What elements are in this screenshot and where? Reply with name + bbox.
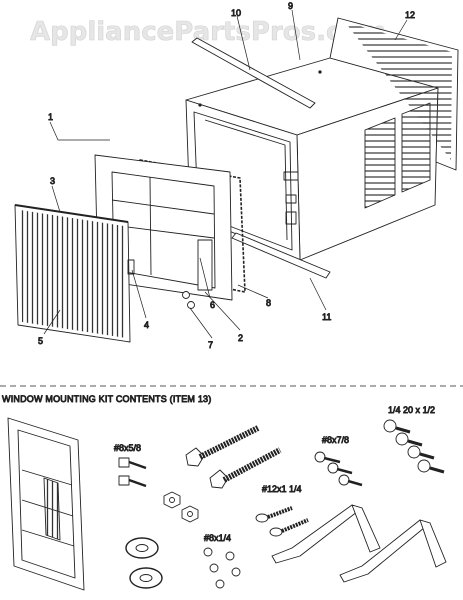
screws-8x5-8 xyxy=(118,457,147,488)
label-12x1-1-4: #12x1 1/4 xyxy=(262,484,302,494)
callout-6: 6 xyxy=(210,300,215,310)
filter-tab xyxy=(127,259,135,275)
callout-4: 4 xyxy=(144,320,149,330)
front-panel xyxy=(94,154,233,301)
side-louvers xyxy=(364,102,431,209)
screws-quarter-20 xyxy=(383,419,445,474)
top-rail xyxy=(191,37,316,109)
front-grille xyxy=(14,204,131,343)
screws-8x7-8 xyxy=(314,451,363,487)
watermark-logo: AppliancePartsPros.com xyxy=(30,17,386,47)
callout-10: 10 xyxy=(231,8,241,18)
knobs xyxy=(182,291,195,309)
hex-nuts xyxy=(163,491,199,523)
callout-11: 11 xyxy=(322,312,331,322)
large-bolts xyxy=(185,425,282,489)
label-quarter-20: 1/4 20 x 1/2 xyxy=(388,405,435,415)
screws-8x1-4 xyxy=(203,547,241,589)
bottom-rail xyxy=(231,232,331,279)
callout-7: 7 xyxy=(208,340,213,350)
side-curtain-panel xyxy=(7,417,85,591)
label-8x5-8: #8x5/8 xyxy=(114,443,141,453)
label-8x7-8: #8x7/8 xyxy=(322,435,349,445)
callout-labels: 1 2 3 4 5 6 7 8 9 10 11 12 xyxy=(38,1,416,351)
callout-9: 9 xyxy=(288,1,293,11)
callout-2: 2 xyxy=(238,333,243,343)
callout-3: 3 xyxy=(50,176,55,186)
leader-lines xyxy=(43,9,408,339)
rear-grille xyxy=(329,17,459,171)
callout-12: 12 xyxy=(405,10,415,20)
callout-1: 1 xyxy=(48,112,53,122)
support-brackets xyxy=(271,504,447,583)
screws-12x1-1-4 xyxy=(255,506,309,537)
foam-rings xyxy=(125,537,163,589)
label-8x1-4: #8x1/4 xyxy=(204,533,231,543)
callout-5: 5 xyxy=(38,336,43,346)
callout-8: 8 xyxy=(266,298,271,308)
kit-section-title: WINDOW MOUNTING KIT CONTENTS (ITEM 13) xyxy=(2,394,211,404)
